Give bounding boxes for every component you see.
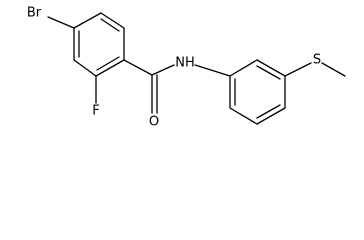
bond — [229, 59, 258, 77]
bond — [73, 59, 97, 77]
bond — [96, 56, 120, 71]
bond — [229, 107, 258, 125]
bond — [256, 59, 286, 77]
bond — [95, 59, 125, 77]
fluorine-label: F — [92, 104, 99, 119]
bond — [194, 64, 231, 77]
bond — [256, 104, 281, 119]
bond — [284, 62, 312, 77]
nitrogen-label: NH — [175, 56, 195, 71]
benzoyl-ring — [73, 12, 125, 77]
bond — [100, 12, 125, 29]
chemical-structure-diagram: Br F O NH S — [27, 6, 346, 130]
bond — [256, 107, 286, 125]
aniline-ring — [229, 59, 286, 125]
methylthio-bonds — [284, 62, 346, 77]
oxygen-label: O — [149, 115, 159, 130]
bond — [47, 16, 75, 29]
bond — [151, 64, 175, 76]
bond — [73, 12, 102, 29]
bond — [100, 18, 120, 32]
bond — [321, 62, 346, 77]
bond — [123, 59, 153, 76]
atom-labels: Br F O NH S — [27, 6, 321, 130]
bromine-label: Br — [27, 6, 42, 21]
sulfur-label: S — [313, 53, 321, 68]
bond — [256, 65, 281, 80]
substituent-bonds — [47, 16, 231, 114]
